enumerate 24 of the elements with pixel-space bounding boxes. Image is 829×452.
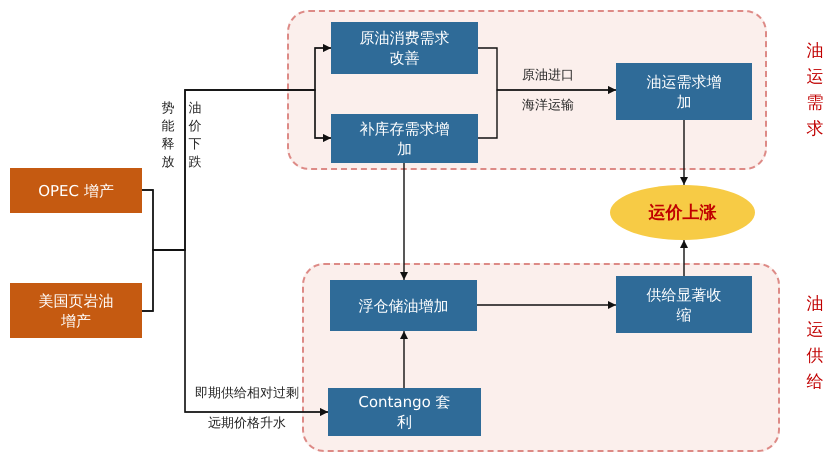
arrow xyxy=(478,86,616,139)
process-box: Contango 套利 xyxy=(328,388,481,436)
arrow xyxy=(680,240,688,276)
cause-box: OPEC 增产 xyxy=(10,168,142,213)
process-box: 原油消费需求改善 xyxy=(331,22,478,74)
process-box: 浮仓储油增加 xyxy=(330,280,477,331)
edge-label: 海洋运输 xyxy=(522,98,574,114)
process-box: 供给显著收缩 xyxy=(616,276,752,333)
edge-label: 即期供给相对过剩 xyxy=(195,386,299,402)
cause-box: 美国页岩油增产 xyxy=(10,283,142,338)
arrow xyxy=(400,163,408,280)
process-box: 补库存需求增加 xyxy=(331,114,478,163)
result-ellipse: 运价上涨 xyxy=(610,185,755,240)
process-box: 油运需求增加 xyxy=(616,63,752,120)
edge-label: 远期价格升水 xyxy=(208,416,286,432)
edge-label: 原油进口 xyxy=(522,68,574,84)
arrow xyxy=(142,249,328,416)
arrow xyxy=(400,331,408,388)
vertical-note: 油价下跌 xyxy=(188,100,202,172)
vertical-note: 势能释放 xyxy=(161,100,175,172)
arrow xyxy=(477,301,616,309)
group-heading: 油运需求 xyxy=(806,40,824,141)
arrow xyxy=(680,120,688,185)
group-heading: 油运供给 xyxy=(806,293,824,394)
